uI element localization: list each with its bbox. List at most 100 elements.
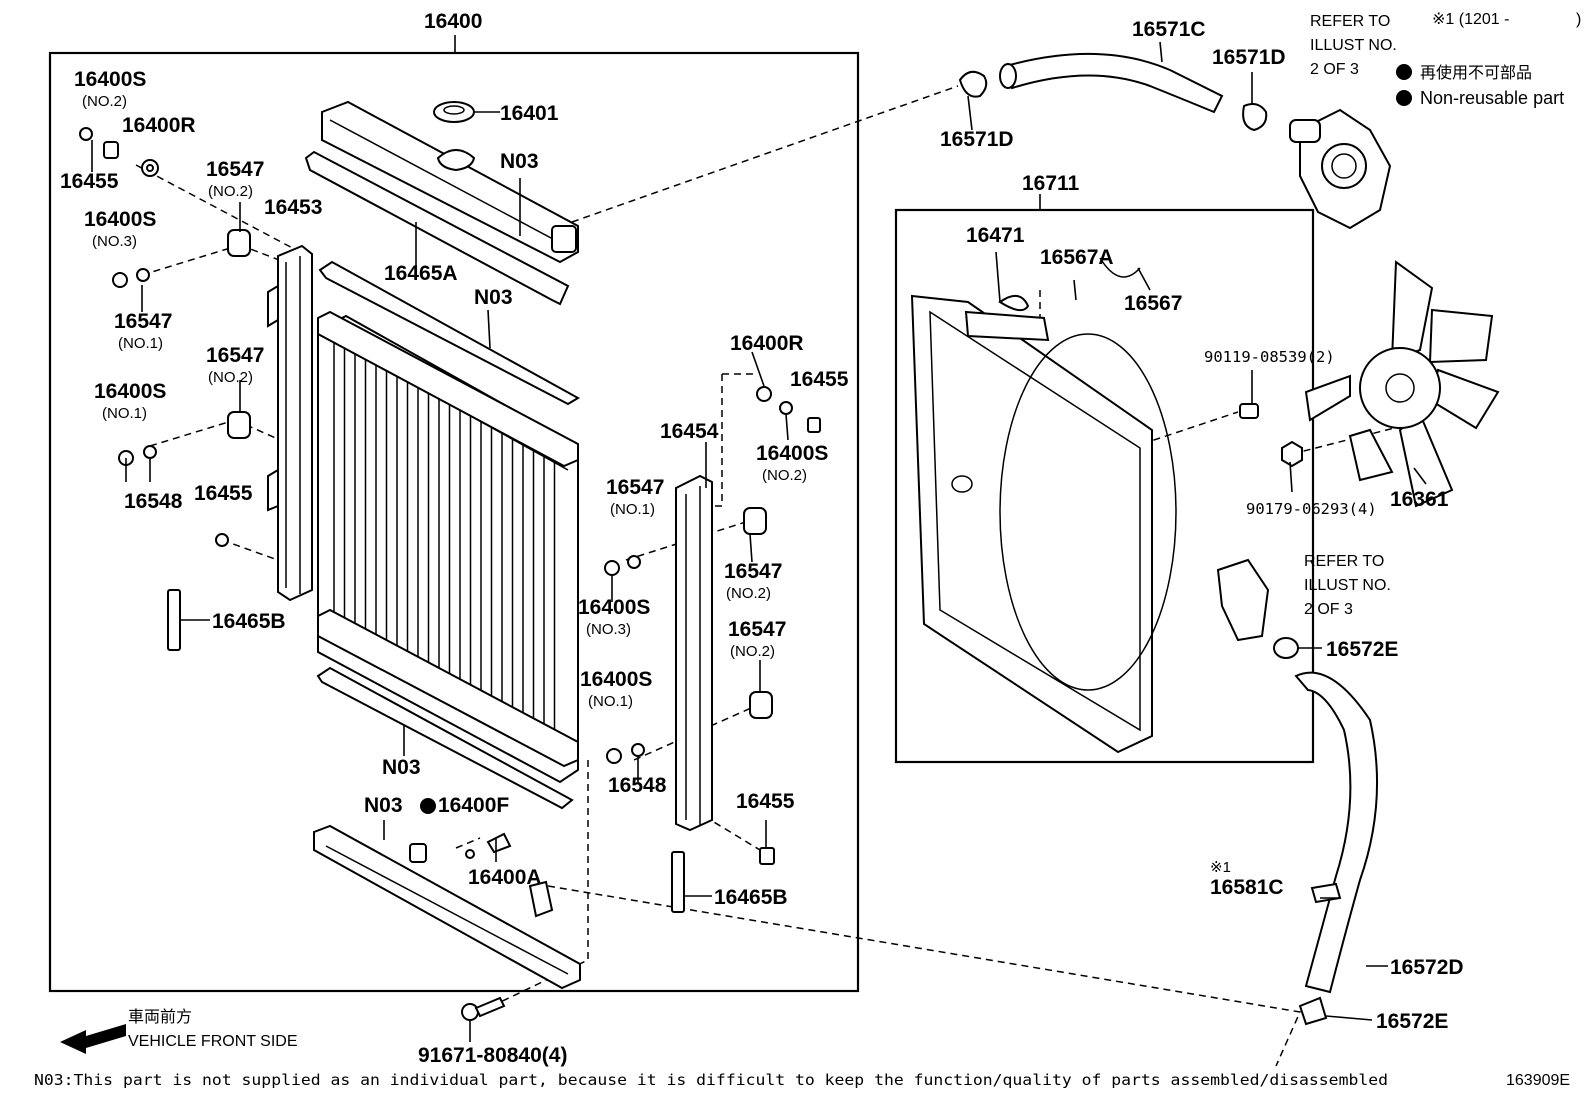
label-16400S-no2-left: 16400S bbox=[74, 68, 146, 91]
label-16572E-lower: 16572E bbox=[1376, 1010, 1448, 1033]
leader-lines bbox=[91, 35, 1427, 1042]
label-16400S-no1-right-sub: (NO.1) bbox=[588, 693, 633, 710]
label-16400S-no1-left-sub: (NO.1) bbox=[102, 405, 147, 422]
bolt-91671 bbox=[461, 996, 506, 1021]
label-16400S-no1-right: 16400S bbox=[580, 668, 652, 691]
label-N03-lower-seal: N03 bbox=[382, 756, 421, 779]
refer-note-top: REFER TO ILLUST NO. 2 OF 3 bbox=[1310, 13, 1397, 78]
label-16572E-upper: 16572E bbox=[1326, 638, 1398, 661]
label-16567A: 16567A bbox=[1040, 246, 1114, 269]
label-16571D-right: 16571D bbox=[1212, 46, 1286, 69]
refer-note-mid: REFER TO ILLUST NO. 2 OF 3 bbox=[1304, 553, 1391, 618]
label-16465A: 16465A bbox=[384, 262, 458, 285]
label-16455-bottom-right: 16455 bbox=[736, 790, 795, 813]
label-16711: 16711 bbox=[1022, 172, 1080, 195]
label-16361: 16361 bbox=[1390, 488, 1449, 511]
label-16548-left: 16548 bbox=[124, 490, 183, 513]
radiator-core bbox=[317, 310, 579, 784]
footnote-mark-close: ) bbox=[1576, 11, 1581, 28]
label-16400A: 16400A bbox=[468, 866, 542, 889]
vehicle-front-en: VEHICLE FRONT SIDE bbox=[128, 1033, 298, 1050]
label-16471: 16471 bbox=[966, 224, 1025, 247]
label-16453: 16453 bbox=[264, 196, 322, 219]
refer-top-line-1: REFER TO bbox=[1310, 13, 1390, 30]
label-16401: 16401 bbox=[500, 102, 559, 125]
non-reusable-marker-16400F bbox=[420, 798, 436, 814]
refer-mid-line-3: 2 OF 3 bbox=[1304, 601, 1353, 618]
illustration-id: 163909E bbox=[1506, 1072, 1570, 1089]
label-16400F: 16400F bbox=[438, 794, 509, 817]
label-16455-top-left: 16455 bbox=[60, 170, 119, 193]
part-labels: 16400 16400S (NO.2) 16400R 16455 16547 (… bbox=[60, 10, 1464, 1067]
label-16547-no2-mid-left: 16547 bbox=[206, 344, 264, 367]
label-16465B-right: 16465B bbox=[714, 886, 788, 909]
label-16400S-no3-left-sub: (NO.3) bbox=[92, 233, 137, 250]
label-16400S-no2-left-sub: (NO.2) bbox=[82, 93, 127, 110]
legend-marker-1 bbox=[1396, 64, 1412, 80]
label-16547-no2-upper-right: 16547 bbox=[724, 560, 782, 583]
label-16547-no1-right-sub: (NO.1) bbox=[610, 501, 655, 518]
upper-tank bbox=[321, 100, 579, 264]
side-bracket-right bbox=[604, 386, 821, 913]
vehicle-front-arrow bbox=[60, 1024, 126, 1054]
label-16400S-no2-right: 16400S bbox=[756, 442, 828, 465]
label-N03-upper-seal: N03 bbox=[474, 286, 513, 309]
vehicle-front-jp: 車両前方 bbox=[128, 1008, 192, 1026]
refer-top-line-2: ILLUST NO. bbox=[1310, 37, 1397, 54]
n03-footnote: N03:This part is not supplied as an indi… bbox=[34, 1071, 1388, 1089]
water-outlet bbox=[1289, 108, 1392, 230]
refer-mid-line-1: REFER TO bbox=[1304, 553, 1384, 570]
refer-mid-line-2: ILLUST NO. bbox=[1304, 577, 1391, 594]
label-16567: 16567 bbox=[1124, 292, 1182, 315]
label-16454: 16454 bbox=[660, 420, 719, 443]
label-16581C: 16581C bbox=[1210, 876, 1284, 899]
label-16400S-no3-right: 16400S bbox=[578, 596, 650, 619]
fan-shroud bbox=[910, 257, 1177, 754]
cooling-fan bbox=[1304, 260, 1500, 508]
label-16547-no2-lower-right: 16547 bbox=[728, 618, 786, 641]
fan-shroud-frame bbox=[894, 208, 1315, 764]
fan-bolts bbox=[1239, 403, 1303, 468]
seals bbox=[304, 150, 581, 810]
label-16547-no2-mid-left-sub: (NO.2) bbox=[208, 369, 253, 386]
legend-marker-2 bbox=[1396, 90, 1412, 106]
label-91671-80840: 91671-80840(4) bbox=[418, 1044, 567, 1067]
label-16547-no2-upper-right-sub: (NO.2) bbox=[726, 585, 771, 602]
label-90119-08539: 90119-08539(2) bbox=[1204, 348, 1335, 366]
label-16455-mid-left: 16455 bbox=[194, 482, 253, 505]
label-16548-right: 16548 bbox=[608, 774, 667, 797]
label-16400S-no1-left: 16400S bbox=[94, 380, 166, 403]
label-16547-no2-upper-left: 16547 bbox=[206, 158, 264, 181]
lower-tank bbox=[313, 824, 581, 990]
radiator-assembly-frame bbox=[48, 51, 860, 993]
upper-hose bbox=[958, 52, 1268, 132]
label-16465B-left: 16465B bbox=[212, 610, 286, 633]
label-16547-no2-upper-left-sub: (NO.2) bbox=[208, 183, 253, 200]
label-90179-06293: 90179-06293(4) bbox=[1246, 500, 1377, 518]
side-bracket-left bbox=[267, 244, 313, 602]
label-N03-lower-tank: N03 bbox=[364, 794, 403, 817]
lower-hose bbox=[1216, 558, 1379, 1026]
label-16547-no2-lower-right-sub: (NO.2) bbox=[730, 643, 775, 660]
label-16400R-left: 16400R bbox=[122, 114, 196, 137]
label-16571D-left: 16571D bbox=[940, 128, 1014, 151]
legend-jp: 再使用不可部品 bbox=[1420, 64, 1532, 82]
label-16572D: 16572D bbox=[1390, 956, 1464, 979]
refer-top-line-3: 2 OF 3 bbox=[1310, 61, 1359, 78]
label-16571C: 16571C bbox=[1132, 18, 1206, 41]
label-16400: 16400 bbox=[424, 10, 482, 33]
cap-16401 bbox=[433, 101, 475, 123]
left-fasteners bbox=[79, 127, 251, 651]
footnote-mark-range: ※1 (1201 - bbox=[1432, 11, 1509, 28]
label-16455-top-right: 16455 bbox=[790, 368, 849, 391]
legend-non-reusable: 再使用不可部品 Non-reusable part bbox=[1396, 64, 1564, 108]
label-16400S-no2-right-sub: (NO.2) bbox=[762, 467, 807, 484]
label-16400S-no3-left: 16400S bbox=[84, 208, 156, 231]
label-16400S-no3-right-sub: (NO.3) bbox=[586, 621, 631, 638]
label-mark-16581C: ※1 bbox=[1210, 859, 1231, 876]
label-16547-no1-left-sub: (NO.1) bbox=[118, 335, 163, 352]
label-16547-no1-right: 16547 bbox=[606, 476, 664, 499]
legend-en: Non-reusable part bbox=[1420, 88, 1564, 108]
label-N03-upper-tank: N03 bbox=[500, 150, 539, 173]
